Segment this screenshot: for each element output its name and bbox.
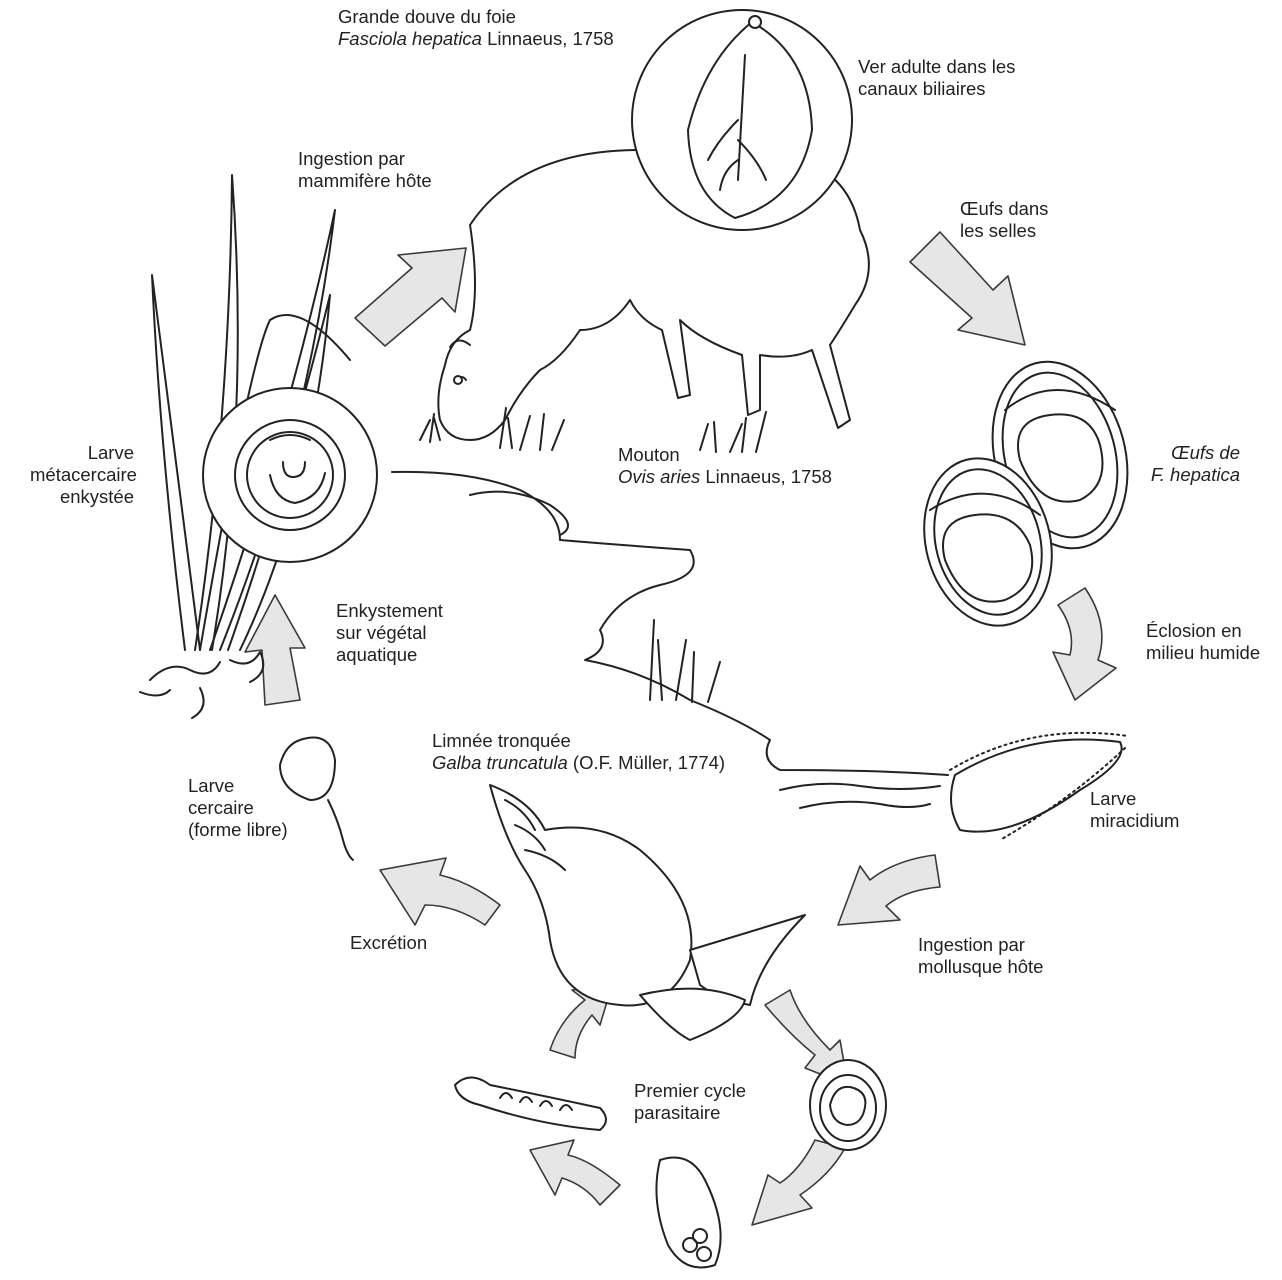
- snail-author: (O.F. Müller, 1774): [568, 752, 725, 773]
- adult-worm-line-1: Ver adulte dans les: [858, 56, 1015, 78]
- fluke-author: Linnaeus, 1758: [482, 28, 614, 49]
- eggs-drawing: [906, 346, 1147, 640]
- arrow-ingestion-mollusc: [838, 855, 940, 925]
- sheep-scientific-name: Ovis aries: [618, 466, 700, 487]
- arrow-hatching: [1053, 588, 1116, 700]
- arrow-excretion: [380, 858, 500, 925]
- first-cycle-label: Premier cycle parasitaire: [634, 1080, 746, 1124]
- adult-worm-label: Ver adulte dans les canaux biliaires: [858, 56, 1015, 100]
- eggs-name-line-1: Œufs de: [1128, 442, 1240, 464]
- eggs-name-label: Œufs de F. hepatica: [1128, 442, 1240, 486]
- hatching-line-2: milieu humide: [1146, 642, 1260, 664]
- metacercaria-line-3: enkystée: [30, 486, 134, 508]
- excretion-text: Excrétion: [350, 932, 427, 954]
- sheep-author: Linnaeus, 1758: [700, 466, 832, 487]
- cercaria-line-1: Larve: [188, 775, 288, 797]
- ingestion-mollusc-label: Ingestion par mollusque hôte: [918, 934, 1043, 978]
- eggs-faeces-label: Œufs dans les selles: [960, 198, 1048, 242]
- cercaria-line-3: (forme libre): [188, 819, 288, 841]
- snail-common-name: Limnée tronquée: [432, 730, 725, 752]
- ingestion-mammal-line-2: mammifère hôte: [298, 170, 432, 192]
- excretion-label: Excrétion: [350, 932, 427, 954]
- fluke-common-name: Grande douve du foie: [338, 6, 614, 28]
- arrow-sporocyst-to-redia: [752, 1140, 845, 1225]
- hatching-label: Éclosion en milieu humide: [1146, 620, 1260, 664]
- ingestion-mollusc-line-2: mollusque hôte: [918, 956, 1043, 978]
- miracidium-label: Larve miracidium: [1090, 788, 1179, 832]
- daughter-rediae-drawing: [455, 1078, 606, 1131]
- cercaria-label: Larve cercaire (forme libre): [188, 775, 288, 841]
- fluke-scientific-name: Fasciola hepatica: [338, 28, 482, 49]
- cercaria-drawing: [280, 738, 353, 861]
- hatching-line-1: Éclosion en: [1146, 620, 1260, 642]
- metacercaria-label: Larve métacercaire enkystée: [30, 442, 134, 508]
- encystment-label: Enkystement sur végétal aquatique: [336, 600, 443, 666]
- adult-worm-line-2: canaux biliaires: [858, 78, 1015, 100]
- first-cycle-line-2: parasitaire: [634, 1102, 746, 1124]
- arrow-redia-to-daughter: [530, 1140, 620, 1205]
- sporocyst-drawing: [810, 1060, 886, 1150]
- eggs-faeces-line-2: les selles: [960, 220, 1048, 242]
- fluke-species-label: Grande douve du foie Fasciola hepatica L…: [338, 6, 614, 50]
- first-cycle-line-1: Premier cycle: [634, 1080, 746, 1102]
- cercaria-line-2: cercaire: [188, 797, 288, 819]
- snail-drawing: [490, 785, 805, 1040]
- eggs-faeces-line-1: Œufs dans: [960, 198, 1048, 220]
- ingestion-mammal-label: Ingestion par mammifère hôte: [298, 148, 432, 192]
- miracidium-line-2: miracidium: [1090, 810, 1179, 832]
- miracidium-line-1: Larve: [1090, 788, 1179, 810]
- eggs-name-line-2: F. hepatica: [1128, 464, 1240, 486]
- adult-fluke-circle: [632, 10, 852, 230]
- snail-scientific-name: Galba truncatula: [432, 752, 568, 773]
- encystment-line-1: Enkystement: [336, 600, 443, 622]
- metacercaria-circle: [203, 388, 377, 562]
- metacercaria-line-2: métacercaire: [30, 464, 134, 486]
- arrow-encystment: [245, 595, 305, 705]
- sheep-common-name: Mouton: [618, 444, 832, 466]
- ingestion-mammal-line-1: Ingestion par: [298, 148, 432, 170]
- snail-species-label: Limnée tronquée Galba truncatula (O.F. M…: [432, 730, 725, 774]
- encystment-line-3: aquatique: [336, 644, 443, 666]
- arrow-eggs-faeces: [910, 232, 1025, 345]
- redia-drawing: [656, 1158, 720, 1268]
- ingestion-mollusc-line-1: Ingestion par: [918, 934, 1043, 956]
- sheep-species-label: Mouton Ovis aries Linnaeus, 1758: [618, 444, 832, 488]
- arrow-ingestion-mammal: [355, 248, 466, 346]
- metacercaria-line-1: Larve: [30, 442, 134, 464]
- encystment-line-2: sur végétal: [336, 622, 443, 644]
